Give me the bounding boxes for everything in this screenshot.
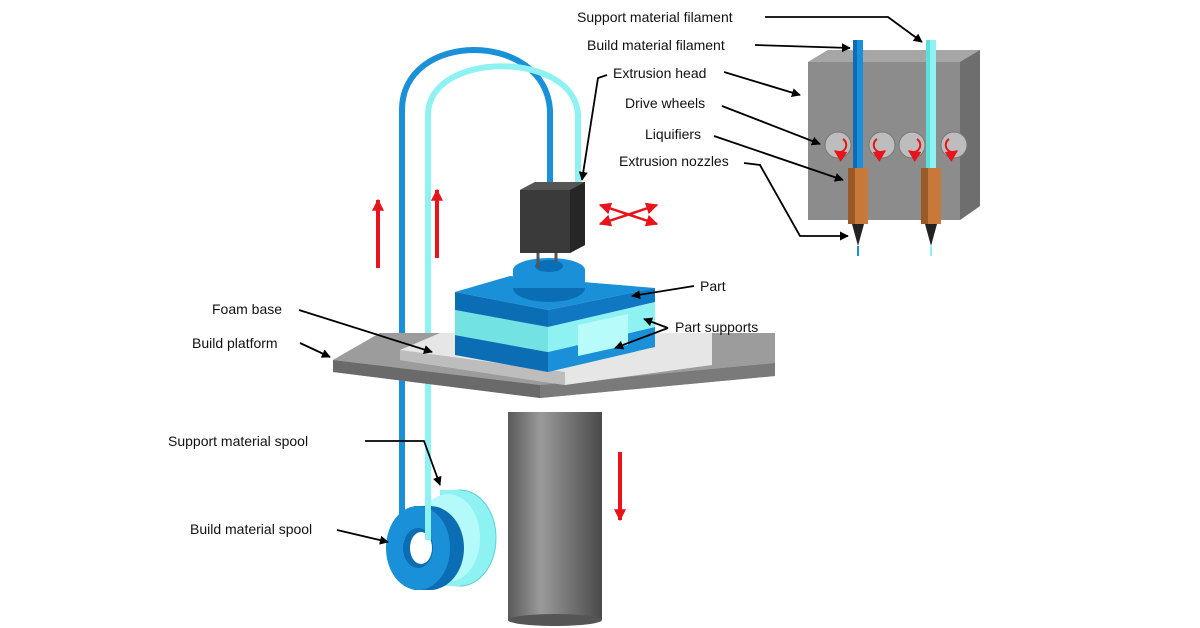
support-filament-line <box>425 63 581 540</box>
extrusion-head <box>520 182 585 268</box>
drive-wheel-rotation-icon <box>824 131 968 162</box>
platform-column <box>508 412 602 626</box>
label-part: Part <box>700 278 726 294</box>
label-build-platform: Build platform <box>192 335 278 351</box>
label-support-material-filament: Support material filament <box>577 9 733 25</box>
label-extrusion-head: Extrusion head <box>613 65 706 81</box>
extrusion-head-detail <box>808 40 980 256</box>
label-drive-wheels: Drive wheels <box>625 95 705 111</box>
label-support-material-spool: Support material spool <box>168 433 308 449</box>
label-build-material-spool: Build material spool <box>190 521 312 537</box>
motion-arrow-up-icon <box>372 188 443 268</box>
label-extrusion-nozzles: Extrusion nozzles <box>619 153 729 169</box>
label-build-material-filament: Build material filament <box>587 37 725 53</box>
build-filament-line <box>399 47 553 540</box>
leader-lines <box>298 16 923 545</box>
label-liquifiers: Liquifiers <box>645 126 701 142</box>
label-part-supports: Part supports <box>675 319 758 335</box>
part <box>455 258 655 372</box>
xy-motion-arrows-icon <box>598 202 659 227</box>
label-foam-base: Foam base <box>212 301 282 317</box>
